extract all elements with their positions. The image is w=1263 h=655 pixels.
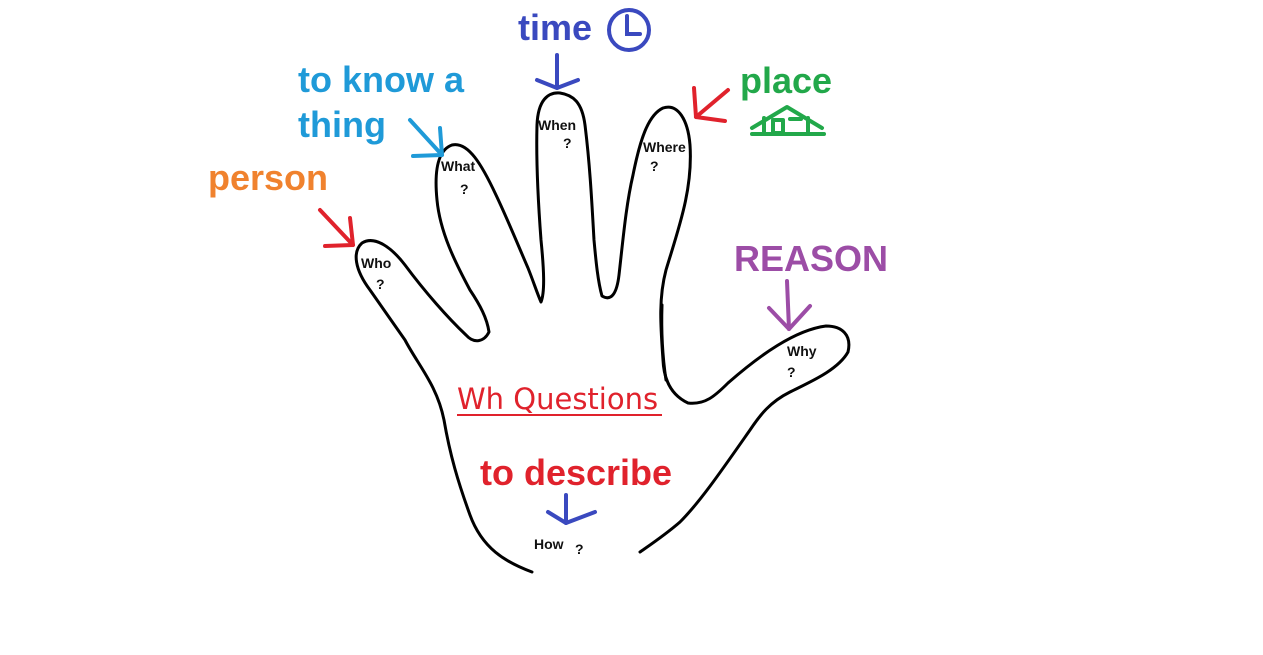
finger-mark-how: ? bbox=[575, 541, 584, 557]
finger-mark-where: ? bbox=[650, 158, 659, 174]
title-wh-questions: Wh Questions bbox=[457, 382, 658, 416]
arrow-person bbox=[318, 208, 355, 248]
label-thing-line2: thing bbox=[298, 104, 386, 145]
finger-mark-who: ? bbox=[376, 276, 385, 292]
label-time: time bbox=[518, 7, 592, 48]
finger-word-where: Where bbox=[643, 139, 686, 155]
finger-mark-why: ? bbox=[787, 364, 796, 380]
finger-mark-what: ? bbox=[460, 181, 469, 197]
arrow-describe bbox=[546, 493, 597, 525]
finger-word-why: Why bbox=[787, 343, 817, 359]
house-icon bbox=[750, 105, 826, 136]
label-place: place bbox=[740, 60, 832, 101]
hand-inner-line bbox=[660, 303, 668, 382]
clock-icon bbox=[607, 8, 651, 52]
arrow-reason bbox=[767, 279, 812, 331]
hand-outline bbox=[354, 91, 851, 574]
label-thing-line1: to know a bbox=[298, 59, 465, 100]
arrow-thing bbox=[408, 118, 444, 158]
finger-word-when: When bbox=[538, 117, 576, 133]
label-person: person bbox=[208, 157, 328, 198]
arrow-time bbox=[535, 53, 580, 90]
label-reason: REASON bbox=[734, 238, 888, 279]
finger-word-how: How bbox=[534, 536, 564, 552]
arrow-place bbox=[692, 86, 730, 123]
label-describe: to describe bbox=[480, 452, 672, 493]
finger-mark-when: ? bbox=[563, 135, 572, 151]
finger-word-who: Who bbox=[361, 255, 391, 271]
finger-word-what: What bbox=[441, 158, 476, 174]
